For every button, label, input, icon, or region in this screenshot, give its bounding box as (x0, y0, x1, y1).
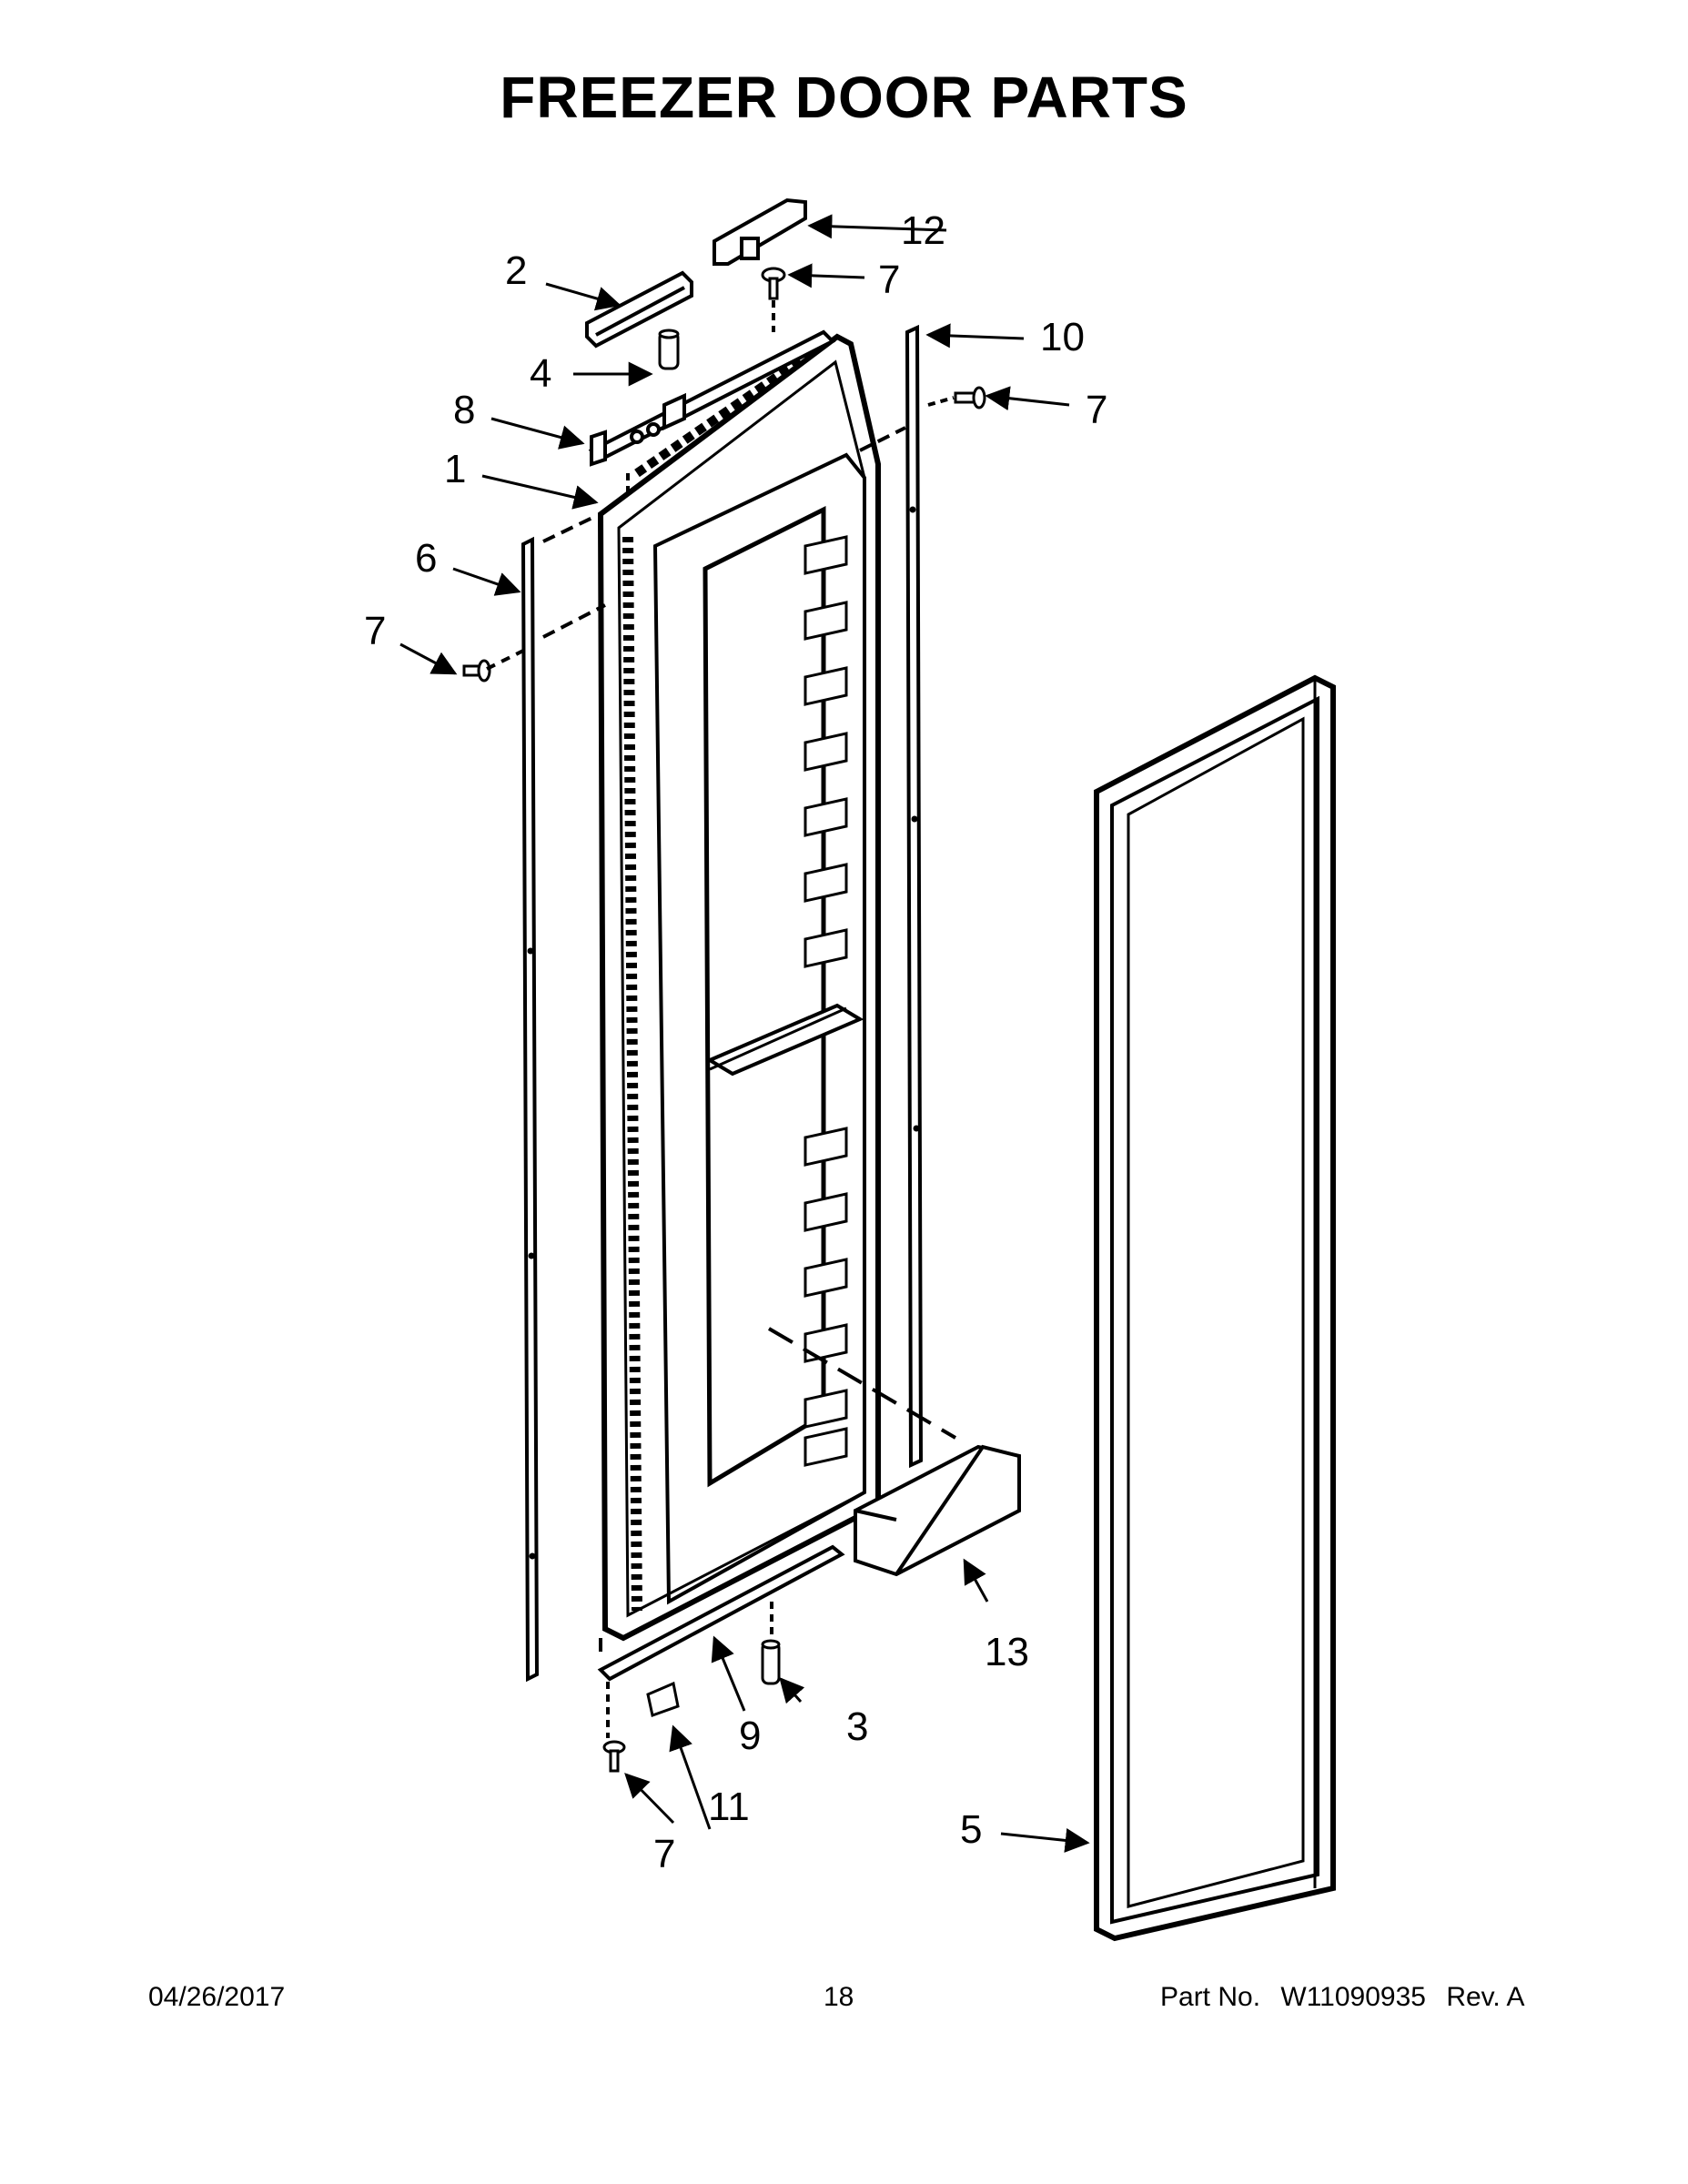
callout-7b: 7 (878, 258, 900, 302)
screw-icon-right (954, 386, 986, 410)
screw-icons (462, 267, 986, 1773)
page-title: FREEZER DOOR PARTS (500, 65, 1188, 130)
bottom-hinge-pin-part (761, 1639, 781, 1685)
footer-part-number: Part No. W11090935 Rev. A (1160, 1982, 1537, 2013)
callout-10: 10 (1040, 315, 1085, 359)
screw-icon-top (761, 267, 786, 300)
top-hinge-bracket-part (588, 329, 836, 467)
door-panel-part (1094, 674, 1336, 1942)
callout-12: 12 (901, 208, 945, 253)
callout-13: 13 (985, 1630, 1029, 1674)
left-trim-strip-part (521, 536, 540, 1683)
shelf-support-tabs (804, 535, 848, 1467)
callout-arrows (399, 214, 1090, 1853)
callout-labels: 1 2 3 4 5 6 7 7 7 7 8 9 10 11 12 13 (364, 208, 1107, 1876)
screw-icon-bottom (602, 1740, 626, 1773)
part-number: W11090935 (1280, 1982, 1426, 2012)
revision: Rev. A (1446, 1982, 1525, 2012)
callout-7d: 7 (653, 1832, 675, 1876)
hinge-cover-part (713, 197, 807, 266)
assembly-lines (486, 300, 957, 1738)
callout-9: 9 (739, 1714, 761, 1758)
bottom-clip-part (646, 1681, 680, 1717)
right-trim-strip-part (905, 324, 924, 1469)
door-liner-assembly-part (597, 333, 881, 1642)
callout-2: 2 (505, 248, 527, 293)
part-label: Part No. (1160, 1982, 1261, 2012)
door-bin-part (854, 1444, 1021, 1577)
footer-date: 04/26/2017 (148, 1982, 286, 2012)
callout-3: 3 (846, 1704, 868, 1749)
callout-8: 8 (453, 388, 475, 432)
callout-6: 6 (415, 536, 437, 581)
top-cap-part (585, 270, 693, 349)
callout-7a: 7 (364, 609, 386, 653)
bottom-hinge-bracket-part (597, 1544, 845, 1682)
footer-page-number: 18 (824, 1982, 854, 2012)
callout-4: 4 (530, 351, 551, 396)
callout-7c: 7 (1086, 388, 1107, 432)
top-hinge-pin-part (658, 329, 680, 370)
screw-icon-left (462, 659, 491, 682)
callout-11: 11 (708, 1785, 750, 1829)
callout-5: 5 (960, 1807, 982, 1852)
callout-1: 1 (444, 447, 466, 491)
